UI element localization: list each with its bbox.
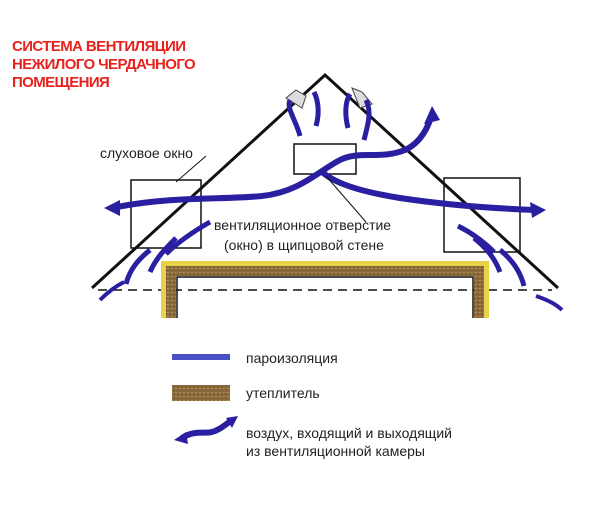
legend-airflow-label-line-2: из вентиляционной камеры (246, 443, 425, 459)
title-line-2: НЕЖИЛОГО ЧЕРДАЧНОГО (12, 56, 196, 73)
vent-leader-line (325, 175, 367, 223)
ceiling-insulation (161, 261, 489, 318)
legend-airflow-label-line-1: воздух, входящий и выходящий (246, 425, 452, 441)
airflow-arrows (98, 90, 564, 312)
insulation-swatch (172, 385, 230, 401)
title-line-1: СИСТЕМА ВЕНТИЛЯЦИИ (12, 38, 186, 55)
legend: пароизоляция утеплитель воздух, входящий… (172, 350, 452, 459)
dormer-leader-line (175, 155, 207, 183)
vapor-barrier-swatch (172, 354, 230, 360)
title-line-3: ПОМЕЩЕНИЯ (12, 74, 110, 91)
dormer-window-left (130, 179, 202, 249)
ridge-vent-caps (285, 87, 373, 109)
airflow-legend-arrow (174, 416, 238, 444)
dormer-window-right (443, 177, 521, 253)
dormer-window-label: слуховое окно (100, 145, 193, 161)
vent-opening-label-line-2: (окно) в щипцовой стене (224, 237, 384, 253)
diagram-title: СИСТЕМА ВЕНТИЛЯЦИИ НЕЖИЛОГО ЧЕРДАЧНОГО П… (12, 38, 282, 92)
legend-insulation-label: утеплитель (246, 385, 320, 401)
roof-outline (90, 72, 560, 290)
legend-vapor-barrier-label: пароизоляция (246, 350, 338, 366)
vent-opening-label-line-1: вентиляционное отверстие (214, 217, 391, 233)
